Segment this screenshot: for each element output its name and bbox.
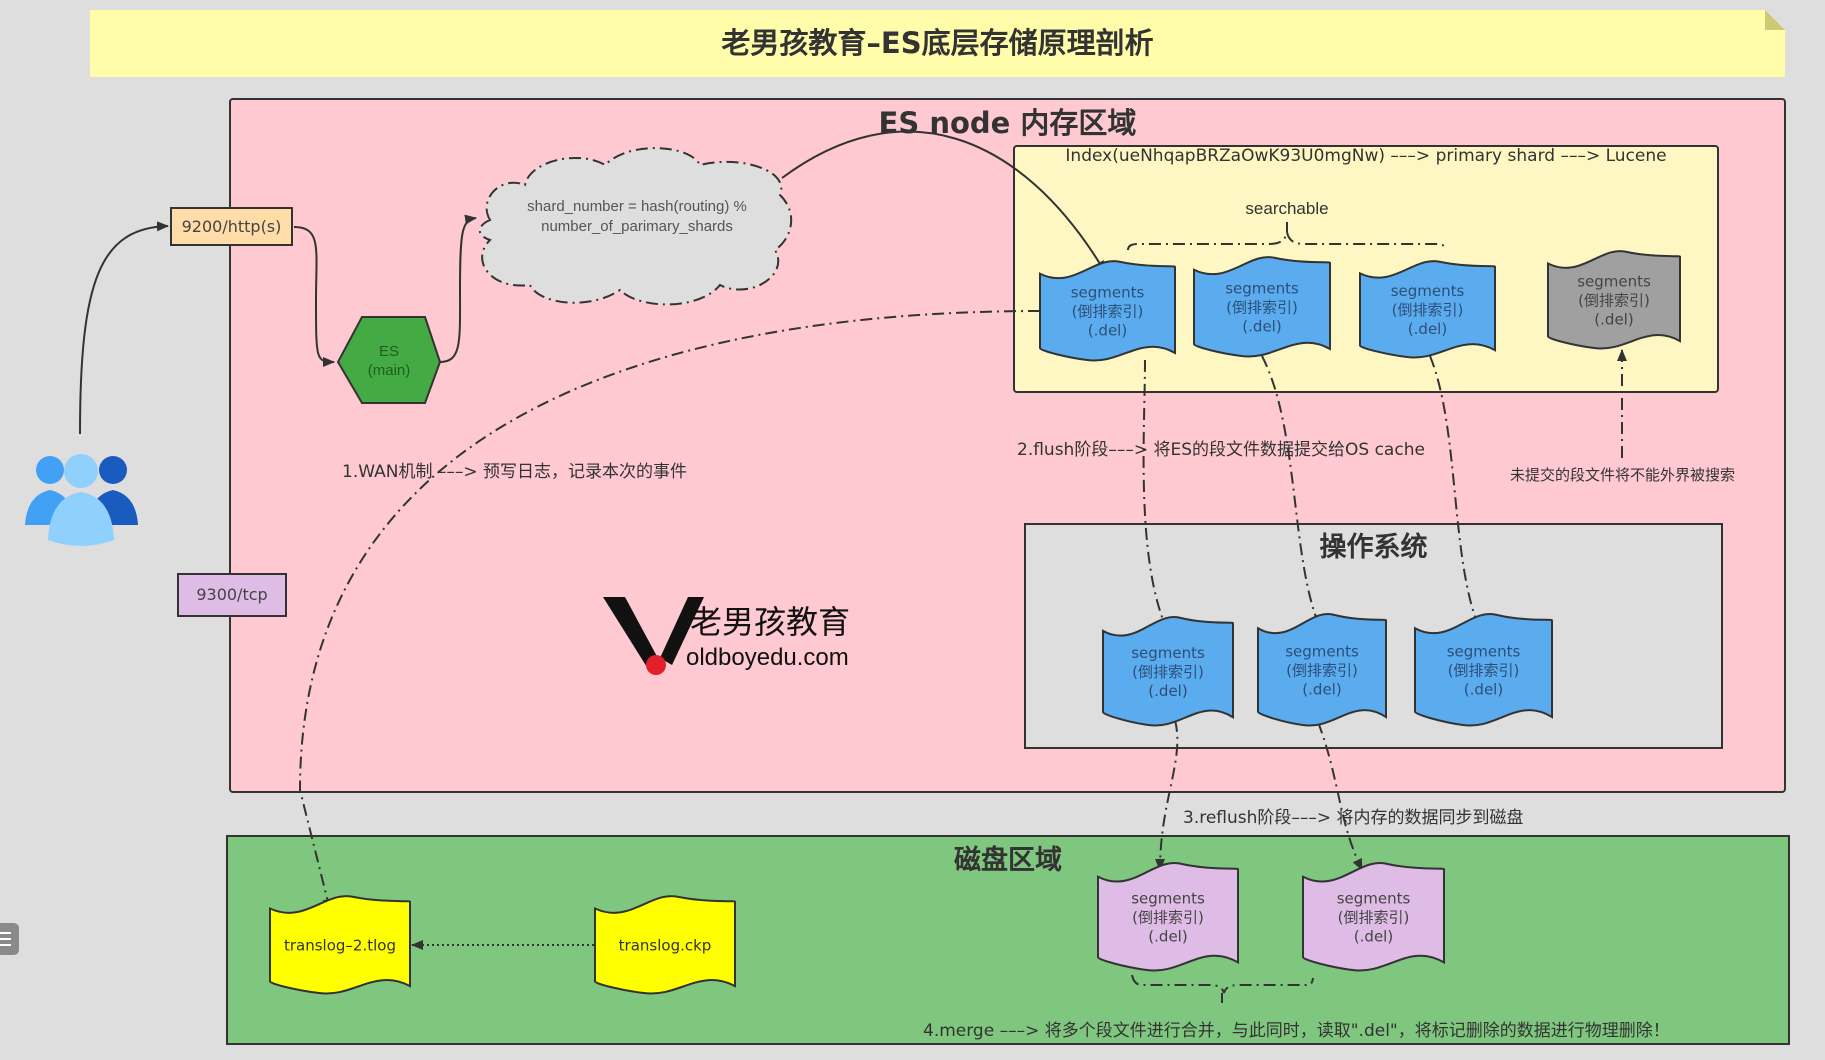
uncommitted-note: 未提交的段文件将不能外界被搜索 <box>1510 466 1736 484</box>
os-cache-segment-text: segments <box>1131 644 1205 662</box>
os-cache-segment: segments(倒排索引)(.del) <box>1257 612 1387 727</box>
memory-segment-uncommitted-text: (.del) <box>1594 310 1633 328</box>
os-cache-segment-text: (.del) <box>1302 680 1341 698</box>
os-title: 操作系统 <box>1319 532 1428 563</box>
title-banner: 老男孩教育–ES底层存储原理剖析 <box>90 10 1785 77</box>
disk-segment-text: (.del) <box>1354 927 1393 945</box>
os-cache-segment-text: (.del) <box>1464 680 1503 698</box>
arrow-routing-to-segment <box>781 130 1106 273</box>
es-main-line2: (main) <box>368 362 411 379</box>
routing-cloud: shard_number = hash(routing) % number_of… <box>478 147 793 306</box>
memory-segment-text: segments <box>1225 279 1299 297</box>
translog-tlog-file-text: translog–2.tlog <box>284 936 396 954</box>
flush-label: 2.flush阶段–––> 将ES的段文件数据提交给OS cache <box>1017 440 1425 460</box>
merge-label: 4.merge –––> 将多个段文件进行合并，与此同时，读取".del"，将标… <box>923 1021 1670 1041</box>
es-node-memory-title: ES node 内存区域 <box>878 106 1137 140</box>
memory-segment-text: (.del) <box>1408 320 1447 338</box>
es-main-node: ES (main) <box>336 316 442 404</box>
os-cache-segment-text: segments <box>1285 642 1359 660</box>
os-cache-segment-text: segments <box>1447 642 1521 660</box>
disk-segment-text: (.del) <box>1148 927 1187 945</box>
memory-segment: segments(倒排索引)(.del) <box>1039 260 1176 362</box>
flush-curve-2 <box>1261 355 1322 631</box>
memory-segment-text: segments <box>1071 283 1145 301</box>
port-http-box: 9200/http(s) <box>170 207 293 246</box>
flush-curve-1 <box>1142 359 1169 633</box>
memory-segment-uncommitted-text: (倒排索引) <box>1578 291 1650 309</box>
os-cache-segment-text: (.del) <box>1148 682 1187 700</box>
memory-segment: segments(倒排索引)(.del) <box>1359 260 1496 359</box>
translog-ckp-file: translog.ckp <box>594 895 736 995</box>
oldboyedu-logo: 老男孩教育 oldboyedu.com <box>603 597 850 675</box>
es-main-line1: ES <box>379 343 399 360</box>
arrow-user-to-http <box>79 221 169 435</box>
os-cache-segment-text: (倒排索引) <box>1286 661 1358 679</box>
merge-brace <box>1131 974 1314 994</box>
wan-label: 1.WAN机制 –––> 预写日志，记录本次的事件 <box>342 462 687 482</box>
os-cache-segment: segments(倒排索引)(.del) <box>1414 612 1553 727</box>
memory-segment-text: segments <box>1391 282 1465 300</box>
os-cache-segment-text: (倒排索引) <box>1132 663 1204 681</box>
searchable-brace <box>1127 231 1446 251</box>
reflush-curve-1 <box>1155 719 1179 871</box>
index-title: Index(ueNhqapBRZaOwK93U0mgNw) –––> prima… <box>1065 146 1667 166</box>
arrow-http-to-es <box>293 226 335 367</box>
reflush-curve-2 <box>1317 721 1363 871</box>
arrow-es-to-routing <box>439 214 477 363</box>
flush-curve-3 <box>1429 355 1481 631</box>
users-icon <box>25 454 138 546</box>
disk-segment-text: (倒排索引) <box>1338 908 1410 926</box>
disk-segment-text: segments <box>1337 889 1411 907</box>
disk-segment-text: segments <box>1131 889 1205 907</box>
os-cache-segment-text: (倒排索引) <box>1448 661 1520 679</box>
routing-formula-line2: number_of_parimary_shards <box>541 218 733 235</box>
logo-en-text: oldboyedu.com <box>686 644 849 671</box>
page-title: 老男孩教育–ES底层存储原理剖析 <box>721 26 1154 60</box>
banner-fold-corner <box>1765 10 1785 30</box>
memory-segment: segments(倒排索引)(.del) <box>1193 256 1331 358</box>
memory-segment-uncommitted: segments(倒排索引)(.del) <box>1547 250 1681 350</box>
port-tcp-box: 9300/tcp <box>177 573 287 617</box>
disk-title: 磁盘区域 <box>954 845 1062 876</box>
os-cache-segment: segments(倒排索引)(.del) <box>1102 615 1234 727</box>
reflush-label: 3.reflush阶段–––> 将内存的数据同步到磁盘 <box>1183 808 1524 828</box>
memory-segment-text: (倒排索引) <box>1072 302 1144 320</box>
routing-formula-line1: shard_number = hash(routing) % <box>527 198 747 215</box>
memory-segment-uncommitted-text: segments <box>1577 272 1651 290</box>
memory-segment-text: (倒排索引) <box>1392 301 1464 319</box>
searchable-label: searchable <box>1245 199 1328 218</box>
menu-toggle-button[interactable] <box>0 923 19 955</box>
translog-tlog-file: translog–2.tlog <box>269 895 411 995</box>
disk-region <box>226 835 1790 1045</box>
memory-segment-text: (.del) <box>1242 317 1281 335</box>
memory-segment-text: (.del) <box>1088 321 1127 339</box>
memory-segment-text: (倒排索引) <box>1226 298 1298 316</box>
disk-segment-text: (倒排索引) <box>1132 908 1204 926</box>
translog-ckp-file-text: translog.ckp <box>619 936 712 954</box>
disk-segment: segments(倒排索引)(.del) <box>1302 861 1445 972</box>
disk-segment: segments(倒排索引)(.del) <box>1097 861 1239 972</box>
logo-cn-text: 老男孩教育 <box>690 603 850 641</box>
